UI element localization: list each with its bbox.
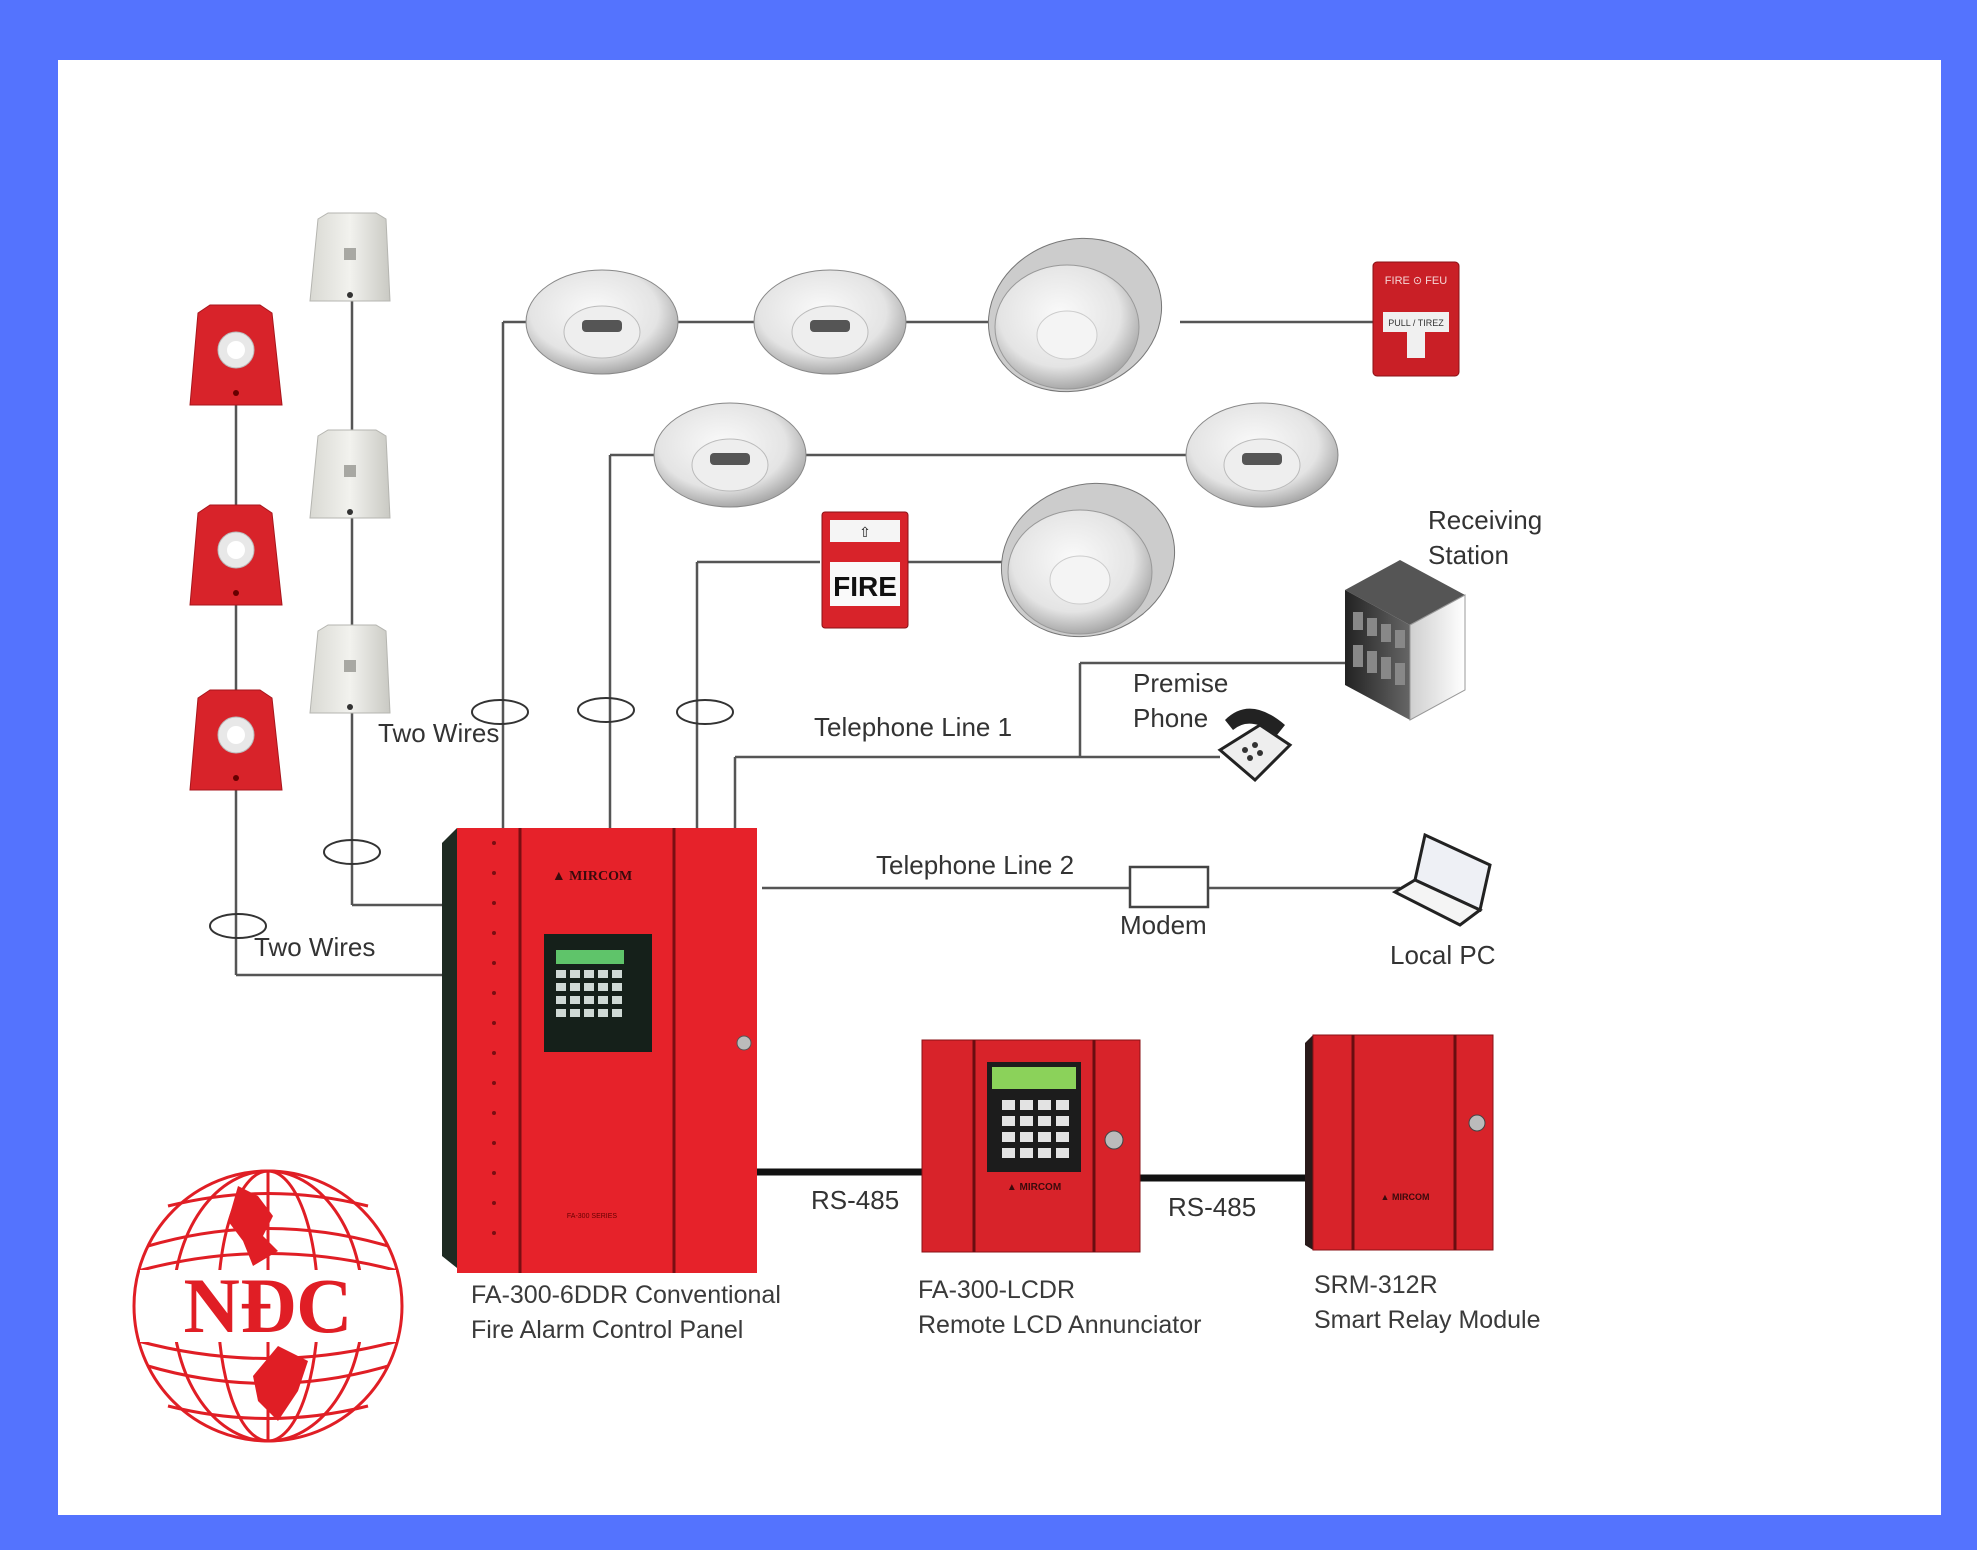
label-control-panel-desc: Fire Alarm Control Panel [471,1316,744,1344]
control-panel-fa-300-6ddr: ▲ MIRCOM FA-300 SERIES [442,828,757,1273]
ndc-logo: NĐC [132,1169,404,1443]
annunciator-fa-300-lcdr: ▲ MIRCOM [921,1039,1141,1253]
relay-module-srm-312r: ▲ MIRCOM [1305,1034,1494,1251]
label-two-wires-upper: Two Wires [378,718,500,748]
label-premise-phone-1: Premise [1133,668,1229,698]
label-receiving-station-2: Station [1428,540,1509,570]
label-relay-desc: Smart Relay Module [1314,1306,1541,1334]
label-rs485-right: RS-485 [1168,1192,1257,1222]
label-two-wires-lower: Two Wires [254,932,376,962]
label-telephone-line-2: Telephone Line 2 [876,850,1075,880]
phone-icon [1217,708,1293,783]
svg-text:PULL / TIREZ: PULL / TIREZ [1388,318,1444,328]
rs485-cables [755,1168,1305,1182]
label-control-panel-model: FA-300-6DDR Conventional [471,1281,781,1309]
label-local-pc: Local PC [1390,940,1496,970]
diagram-canvas: PULL / TIREZ FIRE ⊙ FEU ⇧ FIRE [58,60,1941,1515]
label-telephone-line-1: Telephone Line 1 [814,712,1013,742]
label-relay-model: SRM-312R [1314,1271,1438,1299]
label-annunciator-model: FA-300-LCDR [918,1276,1075,1304]
svg-text:▲ MIRCOM: ▲ MIRCOM [1007,1182,1061,1193]
label-rs485-left: RS-485 [811,1185,900,1215]
wiring-diagram: PULL / TIREZ FIRE ⊙ FEU ⇧ FIRE [132,212,1494,1443]
label-annunciator-desc: Remote LCD Annunciator [918,1311,1202,1339]
svg-text:▲ MIRCOM: ▲ MIRCOM [552,869,632,884]
svg-text:⇧: ⇧ [859,524,871,540]
horn-devices [309,212,391,714]
label-receiving-station-1: Receiving [1428,505,1543,535]
wire-twist-markers [209,697,734,939]
pull-station-fire: ⇧ FIRE [821,511,909,629]
receiving-station-icon [1345,560,1466,721]
wires [234,300,1400,977]
svg-text:FIRE: FIRE [833,571,897,602]
svg-text:▲ MIRCOM: ▲ MIRCOM [1381,1192,1430,1202]
label-modem: Modem [1120,910,1207,940]
smoke-detectors [525,269,1339,508]
pull-station-top: PULL / TIREZ FIRE ⊙ FEU [1372,261,1460,377]
label-premise-phone-2: Phone [1133,703,1209,733]
modem-box [1128,865,1210,909]
laptop-icon [1391,832,1492,927]
heat-detectors [987,237,1176,638]
svg-text:FA-300 SERIES: FA-300 SERIES [567,1213,618,1220]
svg-text:FIRE ⊙ FEU: FIRE ⊙ FEU [1385,275,1447,287]
strobe-devices [189,304,283,791]
svg-text:NĐC: NĐC [184,1262,353,1349]
